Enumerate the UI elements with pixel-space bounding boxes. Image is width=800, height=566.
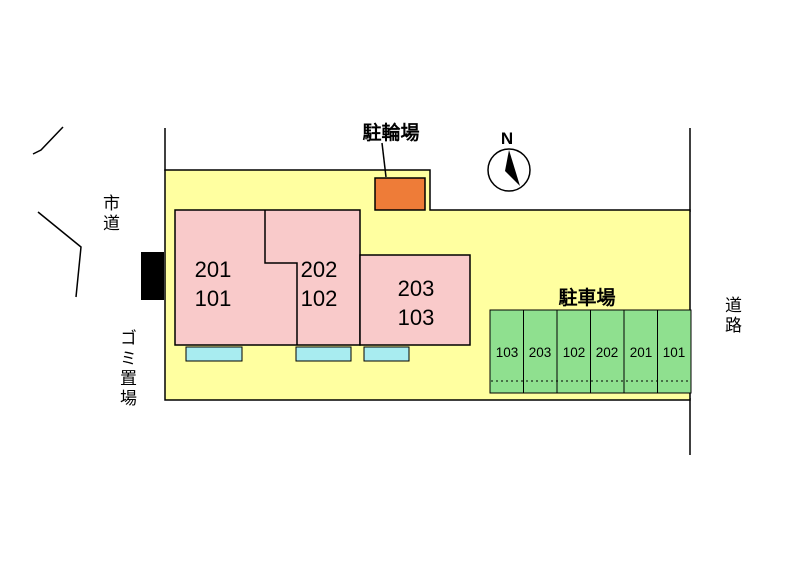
road-label: 道路 [722,296,741,336]
building-3-lower-label: 103 [398,305,435,330]
garbage-label: ゴミ置場 [117,329,136,409]
entrance-1 [185,346,243,362]
parking-stall-6-label: 101 [663,345,686,360]
building-2-upper-label: 202 [301,257,338,282]
city-road-edge-upper [32,126,64,155]
city-road-edge-lower [37,211,82,298]
parking-stall-2 [523,309,558,394]
garbage-area [141,252,164,300]
entrance-3 [363,346,410,362]
bicycle-parking-area [374,177,426,211]
bicycle-parking-label: 駐輪場 [362,121,419,144]
north-needle-icon [505,150,520,186]
entrance-2 [295,346,352,362]
parking-stall-4 [590,309,625,394]
parking-stall-3 [556,309,591,394]
building-2-lower-label: 102 [301,286,338,311]
building-divider-line [264,210,298,345]
north-label: N [501,129,513,148]
parking-stall-1-label: 103 [496,345,519,360]
parking-stall-4-label: 202 [596,345,619,360]
bicycle-parking-leader-line [381,142,387,178]
parking-stall-6 [657,309,692,394]
parking-stall-3-label: 102 [563,345,586,360]
parking-stall-2-label: 203 [529,345,552,360]
building-3-outline [359,254,471,346]
building-1-lower-label: 101 [195,286,232,311]
building-1-upper-label: 201 [195,257,232,282]
parking-stall-1 [489,309,524,394]
parking-stall-5 [623,309,658,394]
parking-lot-label: 駐車場 [558,286,615,309]
building-3-upper-label: 203 [398,276,435,301]
city-road-label: 市道 [100,194,119,234]
parking-stall-5-label: 201 [630,345,653,360]
